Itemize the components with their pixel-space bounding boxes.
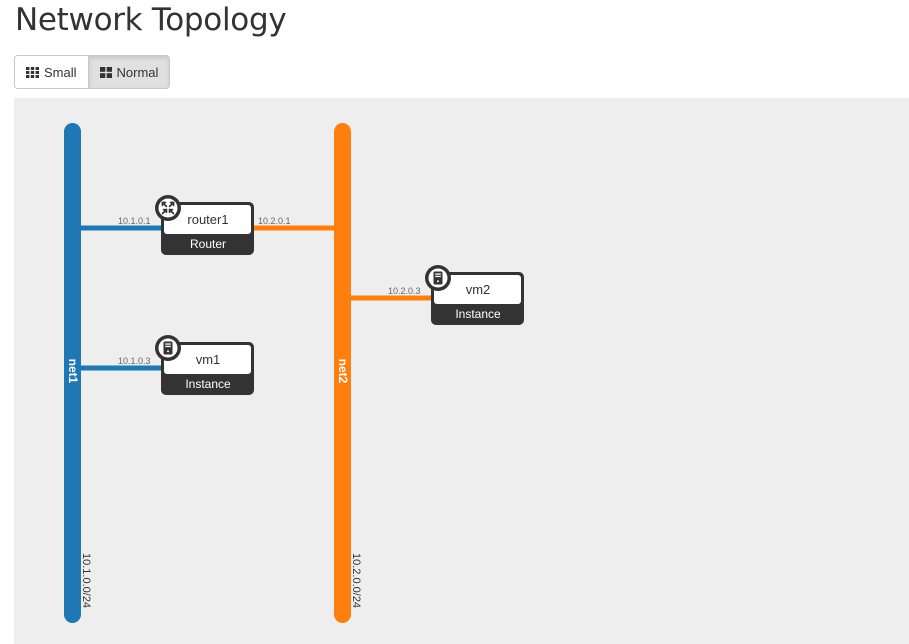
node-name-router1: router1	[187, 212, 228, 227]
node-vm1[interactable]: vm1 Instance	[155, 335, 254, 395]
node-vm2[interactable]: vm2 Instance	[425, 265, 524, 325]
port-ip-router1-net1: 10.1.0.1	[118, 216, 151, 226]
node-name-bg-vm1	[164, 345, 251, 374]
topology-canvas[interactable]: net1 10.1.0.0/24 net2 10.2.0.0/24 10.1.0…	[14, 98, 909, 644]
network-cidr-net1: 10.1.0.0/24	[80, 553, 92, 608]
node-type-router1: Router	[190, 237, 226, 251]
network-net1[interactable]: net1 10.1.0.0/24	[64, 123, 92, 623]
instance-icon	[425, 265, 451, 291]
small-view-button[interactable]: Small	[15, 56, 88, 88]
small-view-label: Small	[44, 64, 77, 80]
grid-small-icon	[26, 66, 39, 78]
network-bar-net2[interactable]	[334, 123, 351, 623]
normal-view-label: Normal	[116, 64, 159, 80]
network-bar-net1[interactable]	[64, 123, 81, 623]
node-name-vm2: vm2	[466, 282, 491, 297]
network-name-net2: net2	[336, 359, 350, 384]
normal-view-button[interactable]: Normal	[87, 56, 170, 88]
network-cidr-net2: 10.2.0.0/24	[350, 553, 362, 608]
port-ip-vm1-net1: 10.1.0.3	[118, 356, 151, 366]
node-type-vm2: Instance	[455, 307, 501, 321]
page-title: Network Topology	[15, 2, 287, 38]
network-net2[interactable]: net2 10.2.0.0/24	[334, 123, 362, 623]
node-name-bg-router1	[164, 205, 251, 234]
view-toggle-group: Small Normal	[14, 55, 171, 89]
topology-graph: net1 10.1.0.0/24 net2 10.2.0.0/24 10.1.0…	[64, 123, 524, 623]
port-ip-router1-net2: 10.2.0.1	[258, 216, 291, 226]
node-name-vm1: vm1	[196, 352, 221, 367]
node-router1[interactable]: router1 Router	[155, 195, 254, 255]
network-name-net1: net1	[66, 359, 80, 384]
grid-large-icon	[99, 66, 112, 78]
instance-icon	[155, 335, 181, 361]
router-icon	[155, 195, 181, 221]
node-type-vm1: Instance	[185, 377, 231, 391]
node-name-bg-vm2	[434, 275, 521, 304]
port-ip-vm2-net2: 10.2.0.3	[388, 286, 421, 296]
